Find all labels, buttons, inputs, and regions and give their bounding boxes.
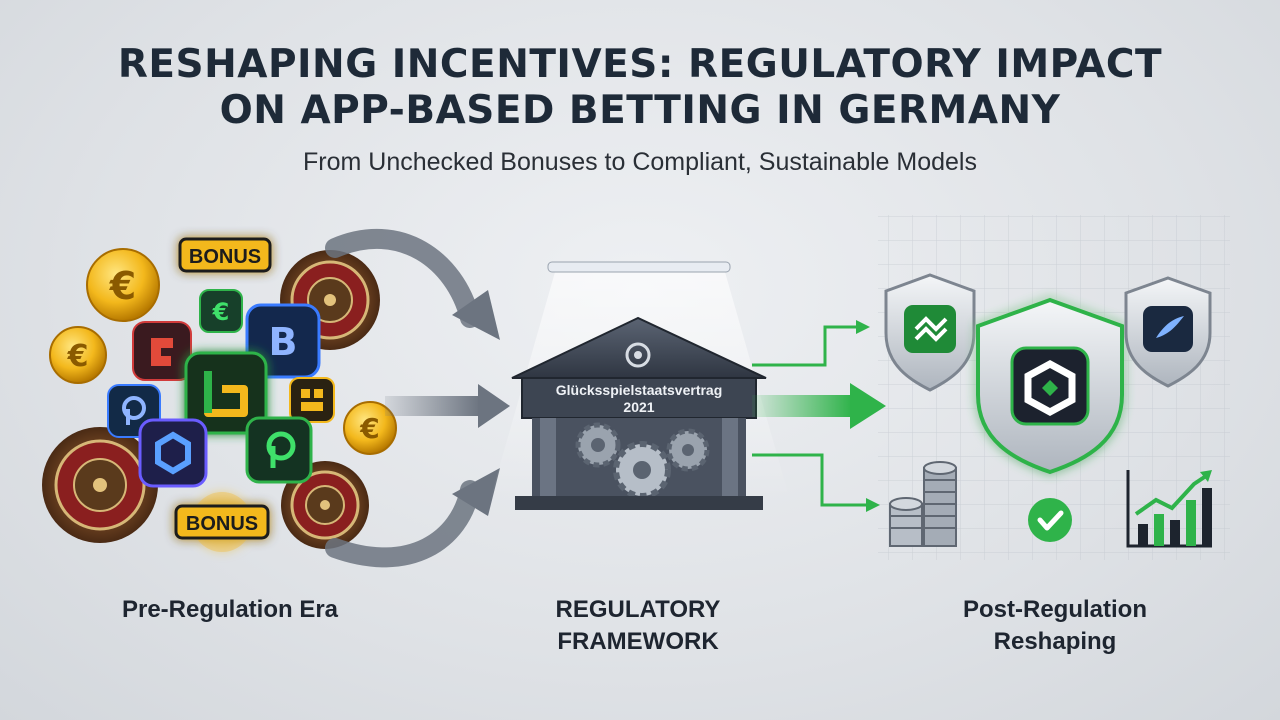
euro-coin-icon: € [86, 248, 160, 322]
euro-coin-icon: € [343, 401, 397, 455]
roulette-wheel-icon [281, 461, 369, 549]
bonus-badge-label: BONUS [189, 246, 261, 268]
app-icon-p-green [245, 416, 313, 484]
gear-icon [575, 422, 621, 468]
page-title: RESHAPING INCENTIVES: REGULATORY IMPACT … [0, 42, 1280, 134]
green-arrow-shaft [752, 395, 852, 417]
building-frieze [521, 377, 757, 419]
euro-symbol: € [109, 264, 136, 308]
app-icon-euro: € [199, 289, 243, 333]
spotlight-bar [547, 261, 731, 273]
stage-label-pre: Pre-Regulation Era [121, 596, 339, 623]
arrow-head-bottom [452, 468, 500, 516]
green-arrow-head-top [856, 320, 870, 334]
gear-icon [666, 428, 710, 472]
arrow-head-middle [478, 384, 510, 428]
outgoing-arrows [752, 320, 886, 512]
framework-line-1: REGULATORY [555, 596, 721, 623]
euro-symbol: € [67, 339, 89, 374]
curved-arrow-bottom [325, 480, 480, 568]
gear-icon [613, 441, 671, 499]
roulette-wheel-icon [42, 427, 158, 543]
check-icon [1028, 498, 1072, 542]
bonus-badge: BONUS [174, 492, 270, 552]
regulatory-building: Glücksspielstaatsvertrag 2021 [490, 261, 790, 510]
title-line-2: ON APP-BASED BETTING IN GERMANY [219, 88, 1061, 133]
app-icon-center [184, 351, 268, 435]
green-line-top [752, 325, 858, 367]
shield-icon-main [976, 297, 1124, 475]
shield-icon [1124, 276, 1212, 388]
green-arrow-head-bottom [866, 498, 880, 512]
column [722, 418, 738, 496]
post-line-2: Reshaping [993, 628, 1117, 655]
stage-label-framework: REGULATORY FRAMEWORK [488, 594, 788, 658]
page-subtitle: From Unchecked Bonuses to Compliant, Sus… [303, 148, 977, 176]
app-icon-yellow [289, 377, 335, 423]
building-base [515, 496, 763, 510]
post-line-1: Post-Regulation [963, 596, 1147, 623]
coin-stack-icon [889, 461, 957, 547]
app-icon-gear-blue [138, 418, 208, 488]
bonus-badge-label: BONUS [186, 513, 258, 535]
straight-arrow-shaft [385, 396, 480, 416]
euro-symbol: € [359, 412, 379, 445]
pre-regulation-cluster: € € € BONUS BONUS € [42, 237, 397, 552]
post-regulation-cluster [884, 273, 1212, 548]
framework-line-2: FRAMEWORK [557, 628, 719, 655]
curved-arrow-top [325, 228, 480, 328]
app-b-letter: B [269, 320, 298, 364]
incoming-arrows [325, 228, 510, 568]
growth-chart-icon [1126, 470, 1212, 548]
app-icon-red [132, 321, 192, 381]
title-line-1: RESHAPING INCENTIVES: REGULATORY IMPACT [117, 42, 1163, 87]
bonus-badge: BONUS [178, 237, 272, 273]
stage-label-post: Post-Regulation Reshaping [890, 594, 1220, 658]
gear-icon [625, 342, 651, 368]
law-name: Glücksspielstaatsvertrag [556, 382, 723, 398]
euro-symbol: € [212, 298, 230, 326]
green-arrow-head-main [850, 383, 886, 429]
column [540, 418, 556, 496]
euro-coin-icon: € [49, 326, 107, 384]
arrow-head-top [452, 290, 500, 340]
shield-icon [884, 273, 976, 392]
green-line-bottom [752, 453, 868, 507]
law-year: 2021 [623, 399, 654, 415]
